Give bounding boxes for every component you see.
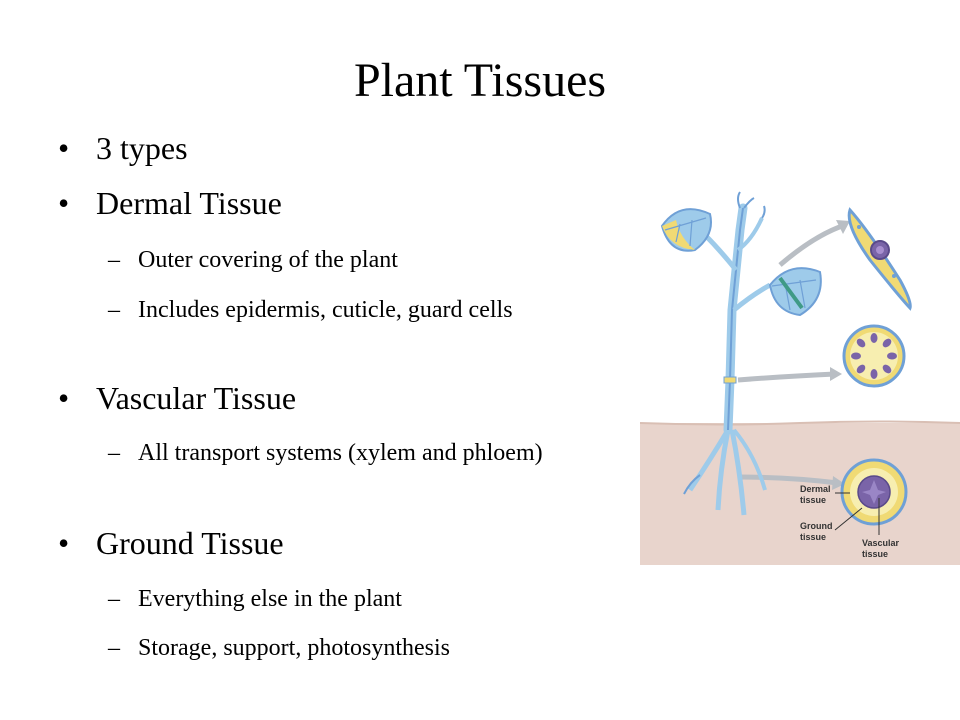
arrow-to-stem-section (737, 371, 836, 383)
dash-mark: – (108, 297, 120, 323)
sub-item-text: Storage, support, photosynthesis (138, 635, 450, 661)
bullet-mark: • (58, 380, 70, 416)
bullet-mark: • (58, 525, 70, 561)
leaf-cell-closeup (847, 207, 912, 311)
bullet-text: Vascular Tissue (96, 380, 297, 416)
root-branch (683, 474, 701, 495)
sub-item: – Storage, support, photosynthesis (108, 631, 653, 665)
plant-illustration (660, 191, 822, 516)
label-dermal-line2: tissue (800, 495, 826, 505)
label-vascular-line1: Vascular (862, 538, 900, 548)
sub-item-text: Everything else in the plant (138, 586, 402, 612)
root (729, 429, 747, 516)
branch (732, 282, 772, 312)
bullet-item: • 3 types (58, 130, 188, 167)
root (732, 428, 767, 491)
arrow-head (836, 220, 850, 234)
arrow-to-root-section (737, 474, 839, 486)
diagram-labels: Dermal tissue Ground tissue Vascular tis… (800, 484, 900, 559)
bullet-mark: • (58, 185, 70, 221)
pointer-arrows (737, 220, 850, 490)
bullet-text: Dermal Tissue (96, 185, 282, 221)
nucleolus (876, 246, 884, 254)
organelle (857, 225, 861, 229)
sub-item-text: All transport systems (xylem and phloem) (138, 440, 543, 466)
dash-mark: – (108, 247, 120, 273)
stem-vascular (727, 207, 744, 431)
xylem-star (862, 480, 886, 504)
label-vascular-line2: tissue (862, 549, 888, 559)
dash-mark: – (108, 586, 120, 612)
sub-item: – All transport systems (xylem and phloe… (108, 436, 636, 470)
arrow-to-leaf-cell (778, 222, 846, 267)
soil-surface (640, 420, 960, 426)
stem-cut-marker (723, 376, 737, 384)
sub-item-text: Includes epidermis, cuticle, guard cells (138, 297, 513, 323)
slide-title: Plant Tissues (353, 54, 607, 107)
arrow-head (830, 367, 842, 381)
vascular-bundles (851, 333, 897, 379)
root-cross-section (840, 458, 908, 526)
bullet-item: • Ground Tissue (58, 525, 284, 562)
stem-cross-section (842, 324, 906, 388)
branch (736, 217, 764, 252)
sub-item: – Everything else in the plant (108, 582, 653, 616)
dash-mark: – (108, 635, 120, 661)
leader-line (834, 507, 863, 531)
sub-item: – Includes epidermis, cuticle, guard cel… (108, 293, 578, 327)
label-ground-line2: tissue (800, 532, 826, 542)
arrow-head (832, 476, 845, 490)
bud (737, 191, 766, 219)
plant-tissue-diagram: Dermal tissue Ground tissue Vascular tis… (640, 191, 960, 565)
bullet-item: • Dermal Tissue (58, 185, 282, 222)
bullet-text: 3 types (96, 130, 188, 166)
sub-item-text: Outer covering of the plant (138, 247, 398, 273)
branch (703, 233, 738, 272)
sub-item: – Outer covering of the plant (108, 243, 653, 277)
organelle (892, 274, 896, 278)
root (715, 429, 731, 511)
bullet-item: • Vascular Tissue (58, 380, 296, 417)
leaf (768, 267, 822, 317)
leaf-section (662, 220, 695, 250)
bullet-mark: • (58, 130, 70, 166)
soil-background (640, 423, 960, 565)
dash-mark: – (108, 440, 120, 466)
bullet-text: Ground Tissue (96, 525, 284, 561)
label-ground-line1: Ground (800, 521, 833, 531)
leaf-veins (664, 217, 707, 247)
label-dermal-line1: Dermal (800, 484, 831, 494)
leaf-cut-strip (778, 276, 804, 310)
